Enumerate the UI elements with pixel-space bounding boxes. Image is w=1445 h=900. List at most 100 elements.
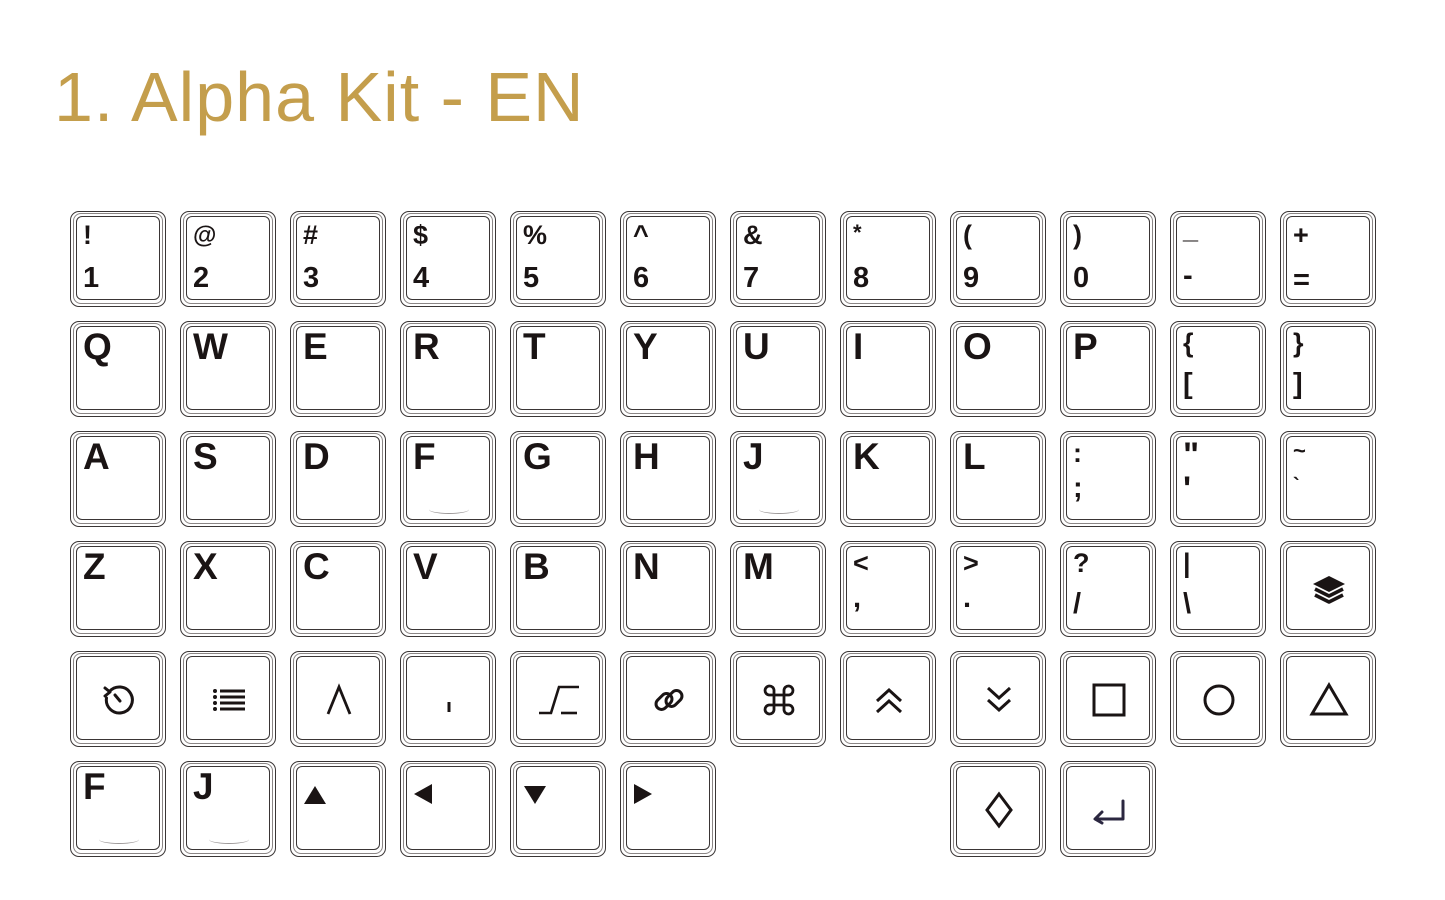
key-arrow-right[interactable] [620, 761, 716, 857]
key-slash[interactable]: ? / [1060, 541, 1156, 637]
key-history[interactable] [70, 651, 166, 747]
key-triangle[interactable] [1280, 651, 1376, 747]
key-6[interactable]: ^ 6 [620, 211, 716, 307]
key-e[interactable]: E [290, 321, 386, 417]
key-f-homing[interactable]: F [70, 761, 166, 857]
key-j[interactable]: J [730, 431, 826, 527]
key-9[interactable]: ( 9 [950, 211, 1046, 307]
key-arrow-left[interactable] [400, 761, 496, 857]
key-arrow-up[interactable] [290, 761, 386, 857]
homing-bump [209, 835, 249, 844]
key-command[interactable] [730, 651, 826, 747]
key-legend: I [853, 326, 864, 367]
key-j-homing[interactable]: J [180, 761, 276, 857]
key-menu[interactable] [180, 651, 276, 747]
key-r[interactable]: R [400, 321, 496, 417]
key-a[interactable]: A [70, 431, 166, 527]
key-0[interactable]: ) 0 [1060, 211, 1156, 307]
key-legend-base: 3 [303, 262, 320, 294]
key-legend: F [413, 436, 436, 477]
key-u[interactable]: U [730, 321, 826, 417]
key-y[interactable]: Y [620, 321, 716, 417]
key-caret[interactable] [290, 651, 386, 747]
key-left-bracket[interactable]: { [ [1170, 321, 1266, 417]
diamond-icon [951, 762, 1047, 858]
key-step[interactable] [510, 651, 606, 747]
key-legend-base: ` [1293, 475, 1300, 497]
key-l[interactable]: L [950, 431, 1046, 527]
key-legend: Q [83, 326, 112, 367]
key-o[interactable]: O [950, 321, 1046, 417]
key-legend-shift: ( [963, 220, 972, 250]
key-circle[interactable] [1170, 651, 1266, 747]
key-v[interactable]: V [400, 541, 496, 637]
key-legend: K [853, 436, 880, 477]
key-legend: Y [633, 326, 658, 367]
key-legend: H [633, 436, 660, 477]
key-legend-shift: < [853, 548, 869, 578]
triangle-down-icon [523, 774, 547, 811]
key-g[interactable]: G [510, 431, 606, 527]
key-c[interactable]: C [290, 541, 386, 637]
key-arrow-down[interactable] [510, 761, 606, 857]
key-legend-base: 8 [853, 262, 870, 294]
key-backslash[interactable]: | \ [1170, 541, 1266, 637]
homing-bump [429, 505, 469, 514]
key-legend-base: 5 [523, 262, 540, 294]
key-i[interactable]: I [840, 321, 936, 417]
key-1[interactable]: ! 1 [70, 211, 166, 307]
key-s[interactable]: S [180, 431, 276, 527]
key-square[interactable] [1060, 651, 1156, 747]
key-4[interactable]: $ 4 [400, 211, 496, 307]
key-d[interactable]: D [290, 431, 386, 527]
key-tilde[interactable]: ~ ` [1280, 431, 1376, 527]
key-q[interactable]: Q [70, 321, 166, 417]
key-7[interactable]: & 7 [730, 211, 826, 307]
key-2[interactable]: @ 2 [180, 211, 276, 307]
key-semicolon[interactable]: : ; [1060, 431, 1156, 527]
key-equal[interactable]: + = [1280, 211, 1376, 307]
key-enter[interactable] [1060, 761, 1156, 857]
key-quote[interactable]: " ' [1170, 431, 1266, 527]
key-k[interactable]: K [840, 431, 936, 527]
key-legend: N [633, 546, 660, 587]
key-legend-shift: _ [1183, 214, 1199, 244]
double-chevron-up-icon [841, 652, 937, 748]
key-tick[interactable] [400, 651, 496, 747]
key-layers[interactable] [1280, 541, 1376, 637]
key-5[interactable]: % 5 [510, 211, 606, 307]
key-x[interactable]: X [180, 541, 276, 637]
key-period[interactable]: > . [950, 541, 1046, 637]
key-legend: U [743, 326, 770, 367]
key-right-bracket[interactable]: } ] [1280, 321, 1376, 417]
triangle-left-icon [413, 774, 433, 811]
key-z[interactable]: Z [70, 541, 166, 637]
key-page-down[interactable] [950, 651, 1046, 747]
key-legend-base: ] [1293, 368, 1303, 400]
key-legend: T [523, 326, 546, 367]
key-m[interactable]: M [730, 541, 826, 637]
key-t[interactable]: T [510, 321, 606, 417]
key-legend: Z [83, 546, 106, 587]
key-legend: E [303, 326, 328, 367]
key-link[interactable] [620, 651, 716, 747]
key-legend-base: ' [1183, 470, 1192, 508]
key-legend-base: ; [1073, 472, 1083, 504]
key-minus[interactable]: _ - [1170, 211, 1266, 307]
key-diamond[interactable] [950, 761, 1046, 857]
key-legend-shift: % [523, 220, 548, 250]
key-w[interactable]: W [180, 321, 276, 417]
key-p[interactable]: P [1060, 321, 1156, 417]
key-n[interactable]: N [620, 541, 716, 637]
key-b[interactable]: B [510, 541, 606, 637]
key-8[interactable]: * 8 [840, 211, 936, 307]
key-h[interactable]: H [620, 431, 716, 527]
key-page-up[interactable] [840, 651, 936, 747]
key-legend-shift: ) [1073, 220, 1082, 250]
key-comma[interactable]: < , [840, 541, 936, 637]
caret-up-icon [291, 652, 387, 748]
key-3[interactable]: # 3 [290, 211, 386, 307]
key-legend-shift: | [1183, 548, 1191, 578]
key-f[interactable]: F [400, 431, 496, 527]
key-legend: A [83, 436, 110, 477]
